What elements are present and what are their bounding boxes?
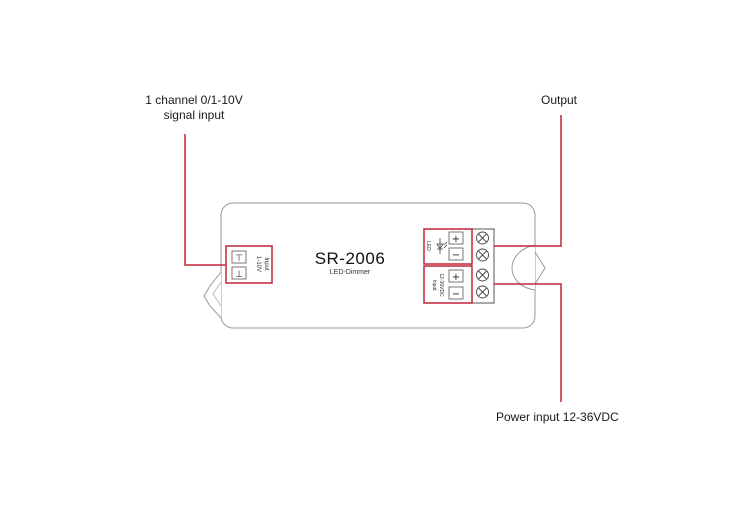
led-output-block — [423, 228, 473, 265]
signal-block-text-1: Input — [263, 257, 269, 271]
signal-input-label-line1: 1 channel 0/1-10V — [145, 93, 243, 107]
device-model: SR-2006 — [314, 249, 386, 268]
power-minus-symbol: − — [452, 289, 460, 300]
led-diode-icon — [436, 238, 448, 254]
signal-input-label-line2: signal input — [163, 108, 225, 122]
signal-terminal-top — [231, 250, 247, 264]
signal-terminal-top-symbol: ⊤ — [235, 254, 243, 264]
output-label: Output — [540, 93, 578, 107]
signal-input-label: 1 channel 0/1-10V signal input — [132, 93, 256, 123]
power-minus-box — [448, 286, 464, 300]
signal-terminal-bottom-symbol: ⊥ — [235, 270, 243, 280]
power-leader-line — [494, 283, 562, 402]
power-input-block — [423, 265, 473, 304]
left-mounting-tab — [203, 271, 222, 319]
power-plus-symbol: + — [452, 272, 460, 283]
signal-leader-line — [184, 134, 226, 266]
right-mounting-notch — [511, 244, 536, 291]
output-leader-line — [494, 115, 562, 247]
power-block-text-1: Input — [431, 279, 437, 291]
led-minus-symbol: − — [452, 250, 460, 261]
power-input-label: Power input 12-36VDC — [496, 410, 619, 424]
device-subtitle: LED-Dimmer — [329, 269, 371, 276]
power-plus-box — [448, 269, 464, 283]
signal-terminal-bottom — [231, 266, 247, 280]
screw-terminals — [476, 231, 489, 299]
led-plus-symbol: + — [452, 234, 460, 245]
signal-block-text-2: 1-10V — [255, 256, 261, 272]
led-plus-box — [448, 231, 464, 245]
led-block-label: LED — [425, 241, 431, 251]
power-block-text-2: 12-36VDC — [438, 273, 444, 297]
led-minus-box — [448, 247, 464, 261]
